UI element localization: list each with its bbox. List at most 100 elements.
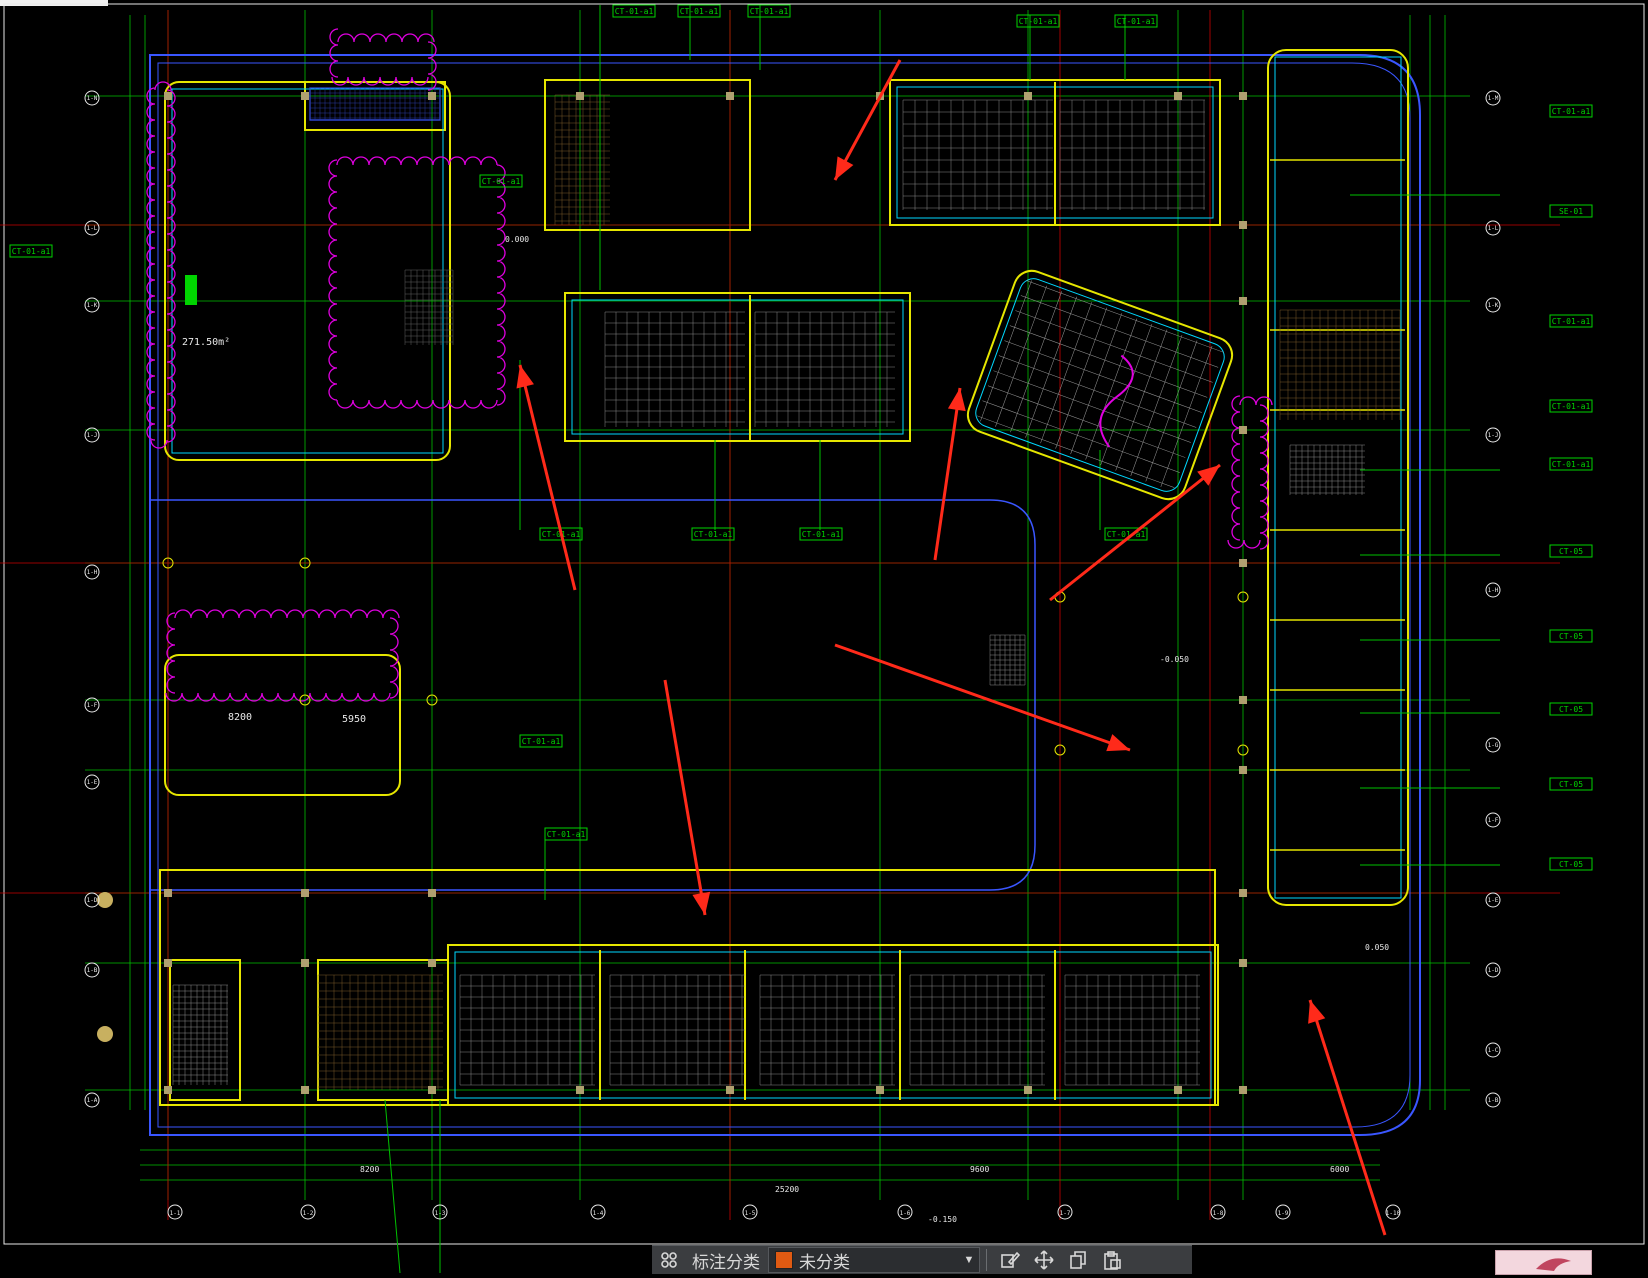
inner-wall (171, 88, 444, 454)
grid-bubble (84, 564, 100, 580)
column (726, 92, 734, 100)
column-marker (1237, 744, 1249, 756)
grid-bubble (1485, 1092, 1501, 1108)
grid-bubble-label: 1-H (87, 569, 98, 576)
classroom-grid (909, 974, 1045, 1086)
courtyard-driveway (150, 499, 1036, 891)
callout-tag-label: CT-05 (1559, 547, 1583, 556)
grid-bubble-label: 1-3 (435, 1210, 446, 1217)
callout-tag-label: CT-01-a1 (522, 737, 561, 746)
grid-bubble (84, 697, 100, 713)
wall-hatch (309, 87, 441, 120)
grid-bubble (1485, 220, 1501, 236)
grid-bubble (1485, 90, 1501, 106)
callout-tag (1114, 14, 1158, 28)
green-marker (185, 275, 197, 305)
grid-bubble-label: 1-B (1488, 1097, 1499, 1104)
callout-tag-label: CT-01-a1 (680, 7, 719, 16)
column-marker (299, 557, 311, 569)
grid-bubble-label: 1-A (87, 1097, 98, 1104)
grid-bubble-label: 1-N (87, 95, 98, 102)
callout-tag (1549, 629, 1593, 643)
elev-label-3: -0.050 (1160, 655, 1189, 664)
room-grid-line (995, 285, 1047, 427)
callout-tag (1549, 544, 1593, 558)
edit-icon[interactable] (993, 1246, 1027, 1274)
annotation-arrow-head (835, 156, 854, 180)
grid-bubble-label: 1-10 (1386, 1210, 1401, 1217)
grid-bubble-label: 1-1 (170, 1210, 181, 1217)
red-annotation-arrows (516, 59, 1387, 1236)
grid-bubble (1485, 737, 1501, 753)
column (301, 92, 309, 100)
inner-wall (1274, 56, 1402, 899)
room-grid-line (1015, 310, 1213, 383)
class-dropdown-value: 未分类 (799, 1252, 850, 1272)
class-dropdown[interactable]: 未分类 ▼ (768, 1247, 980, 1273)
classroom-grid (459, 974, 595, 1086)
column (726, 1086, 734, 1094)
callout-tag (479, 174, 523, 188)
revision-cloud (329, 28, 437, 91)
annotation-arrow-head (947, 388, 966, 412)
room-grid-line (993, 370, 1191, 443)
column (164, 1086, 172, 1094)
building-block (564, 292, 911, 442)
grid-bubble-label: 1-K (1488, 302, 1499, 309)
grid-bubble-label: 1-7 (1060, 1210, 1071, 1217)
dim-right: 6000 (1330, 1165, 1349, 1174)
grid-bubble (432, 1204, 448, 1220)
grid-bubble-label: 1-H (1488, 587, 1499, 594)
grid-bubble-label: 1-K (87, 302, 98, 309)
building-block (304, 81, 446, 131)
column (1239, 426, 1247, 434)
corner-logo-badge (1495, 1250, 1592, 1275)
grid-bubble (84, 1092, 100, 1108)
move-icon[interactable] (1027, 1246, 1061, 1274)
grid-bubble (84, 962, 100, 978)
callout-tag (691, 527, 735, 541)
column (1239, 959, 1247, 967)
grid-bubble-label: 1-L (1488, 225, 1499, 232)
grid-bubble (1485, 582, 1501, 598)
room-grid-line (1145, 340, 1198, 482)
grid-bubble (84, 90, 100, 106)
grid-bubble (84, 220, 100, 236)
classroom-grid (604, 311, 745, 427)
annotation-arrow-head (1106, 734, 1130, 752)
callout-tag (1016, 14, 1060, 28)
class-color-swatch (775, 1251, 793, 1269)
callout-tag (1549, 314, 1593, 328)
copy-icon[interactable] (1061, 1246, 1095, 1274)
classroom-grid (1064, 974, 1200, 1086)
annotation-arrow (1308, 999, 1387, 1236)
column (1174, 92, 1182, 100)
paste-icon[interactable] (1095, 1246, 1129, 1274)
grid-bubble-label: 1-B (87, 967, 98, 974)
dim-left: 8200 (360, 1165, 379, 1174)
toilet-hatch (1279, 309, 1401, 420)
callout-tag-label: CT-01-a1 (1019, 17, 1058, 26)
site-boundary (149, 54, 1421, 1136)
annotation-arrow-head (1197, 465, 1220, 486)
annotation-arrow (833, 59, 902, 181)
grid-bubble (167, 1204, 183, 1220)
column (301, 959, 309, 967)
grid-bubble-label: 1-9 (1278, 1210, 1289, 1217)
revision-cloud (1227, 395, 1273, 550)
callout-tag (1549, 104, 1593, 118)
annotation-arrow-head (1308, 1000, 1326, 1024)
column (428, 92, 436, 100)
grid-bubble-label: 1-C (1488, 1047, 1499, 1054)
column (428, 889, 436, 897)
classroom-grid (759, 974, 895, 1086)
callout-tag-label: CT-05 (1559, 632, 1583, 641)
callout-tag (1549, 702, 1593, 716)
leader-lines (384, 5, 1500, 1273)
grid-bubble (742, 1204, 758, 1220)
axis-grid-lines (85, 10, 1470, 1200)
grid-bubble-label: 1-4 (593, 1210, 604, 1217)
grid-icon[interactable] (652, 1246, 686, 1274)
